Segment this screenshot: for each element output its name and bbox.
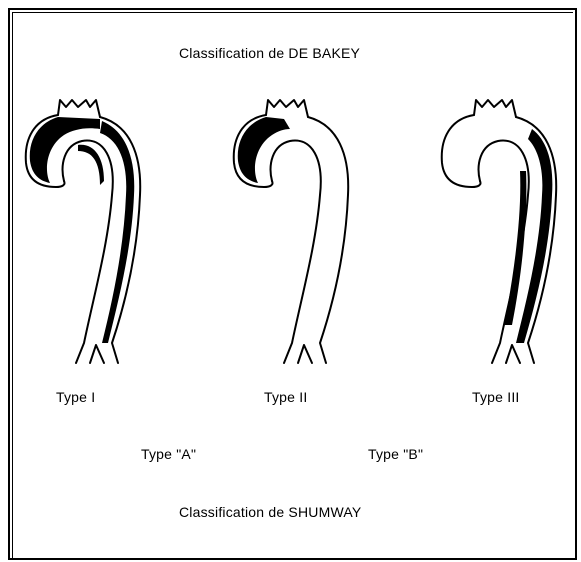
type-3-label: Type III bbox=[472, 389, 520, 405]
aorta-type-2-drawing bbox=[228, 95, 368, 380]
aorta-type-3-drawing bbox=[436, 95, 576, 380]
aorta-type-1-drawing bbox=[20, 95, 160, 380]
shumway-title: Classification de SHUMWAY bbox=[179, 504, 361, 520]
type-1-label: Type I bbox=[56, 389, 95, 405]
type-a-label: Type "A" bbox=[141, 446, 196, 462]
type-2-label: Type II bbox=[264, 389, 307, 405]
type-b-label: Type "B" bbox=[368, 446, 423, 462]
debakey-title: Classification de DE BAKEY bbox=[179, 45, 360, 61]
